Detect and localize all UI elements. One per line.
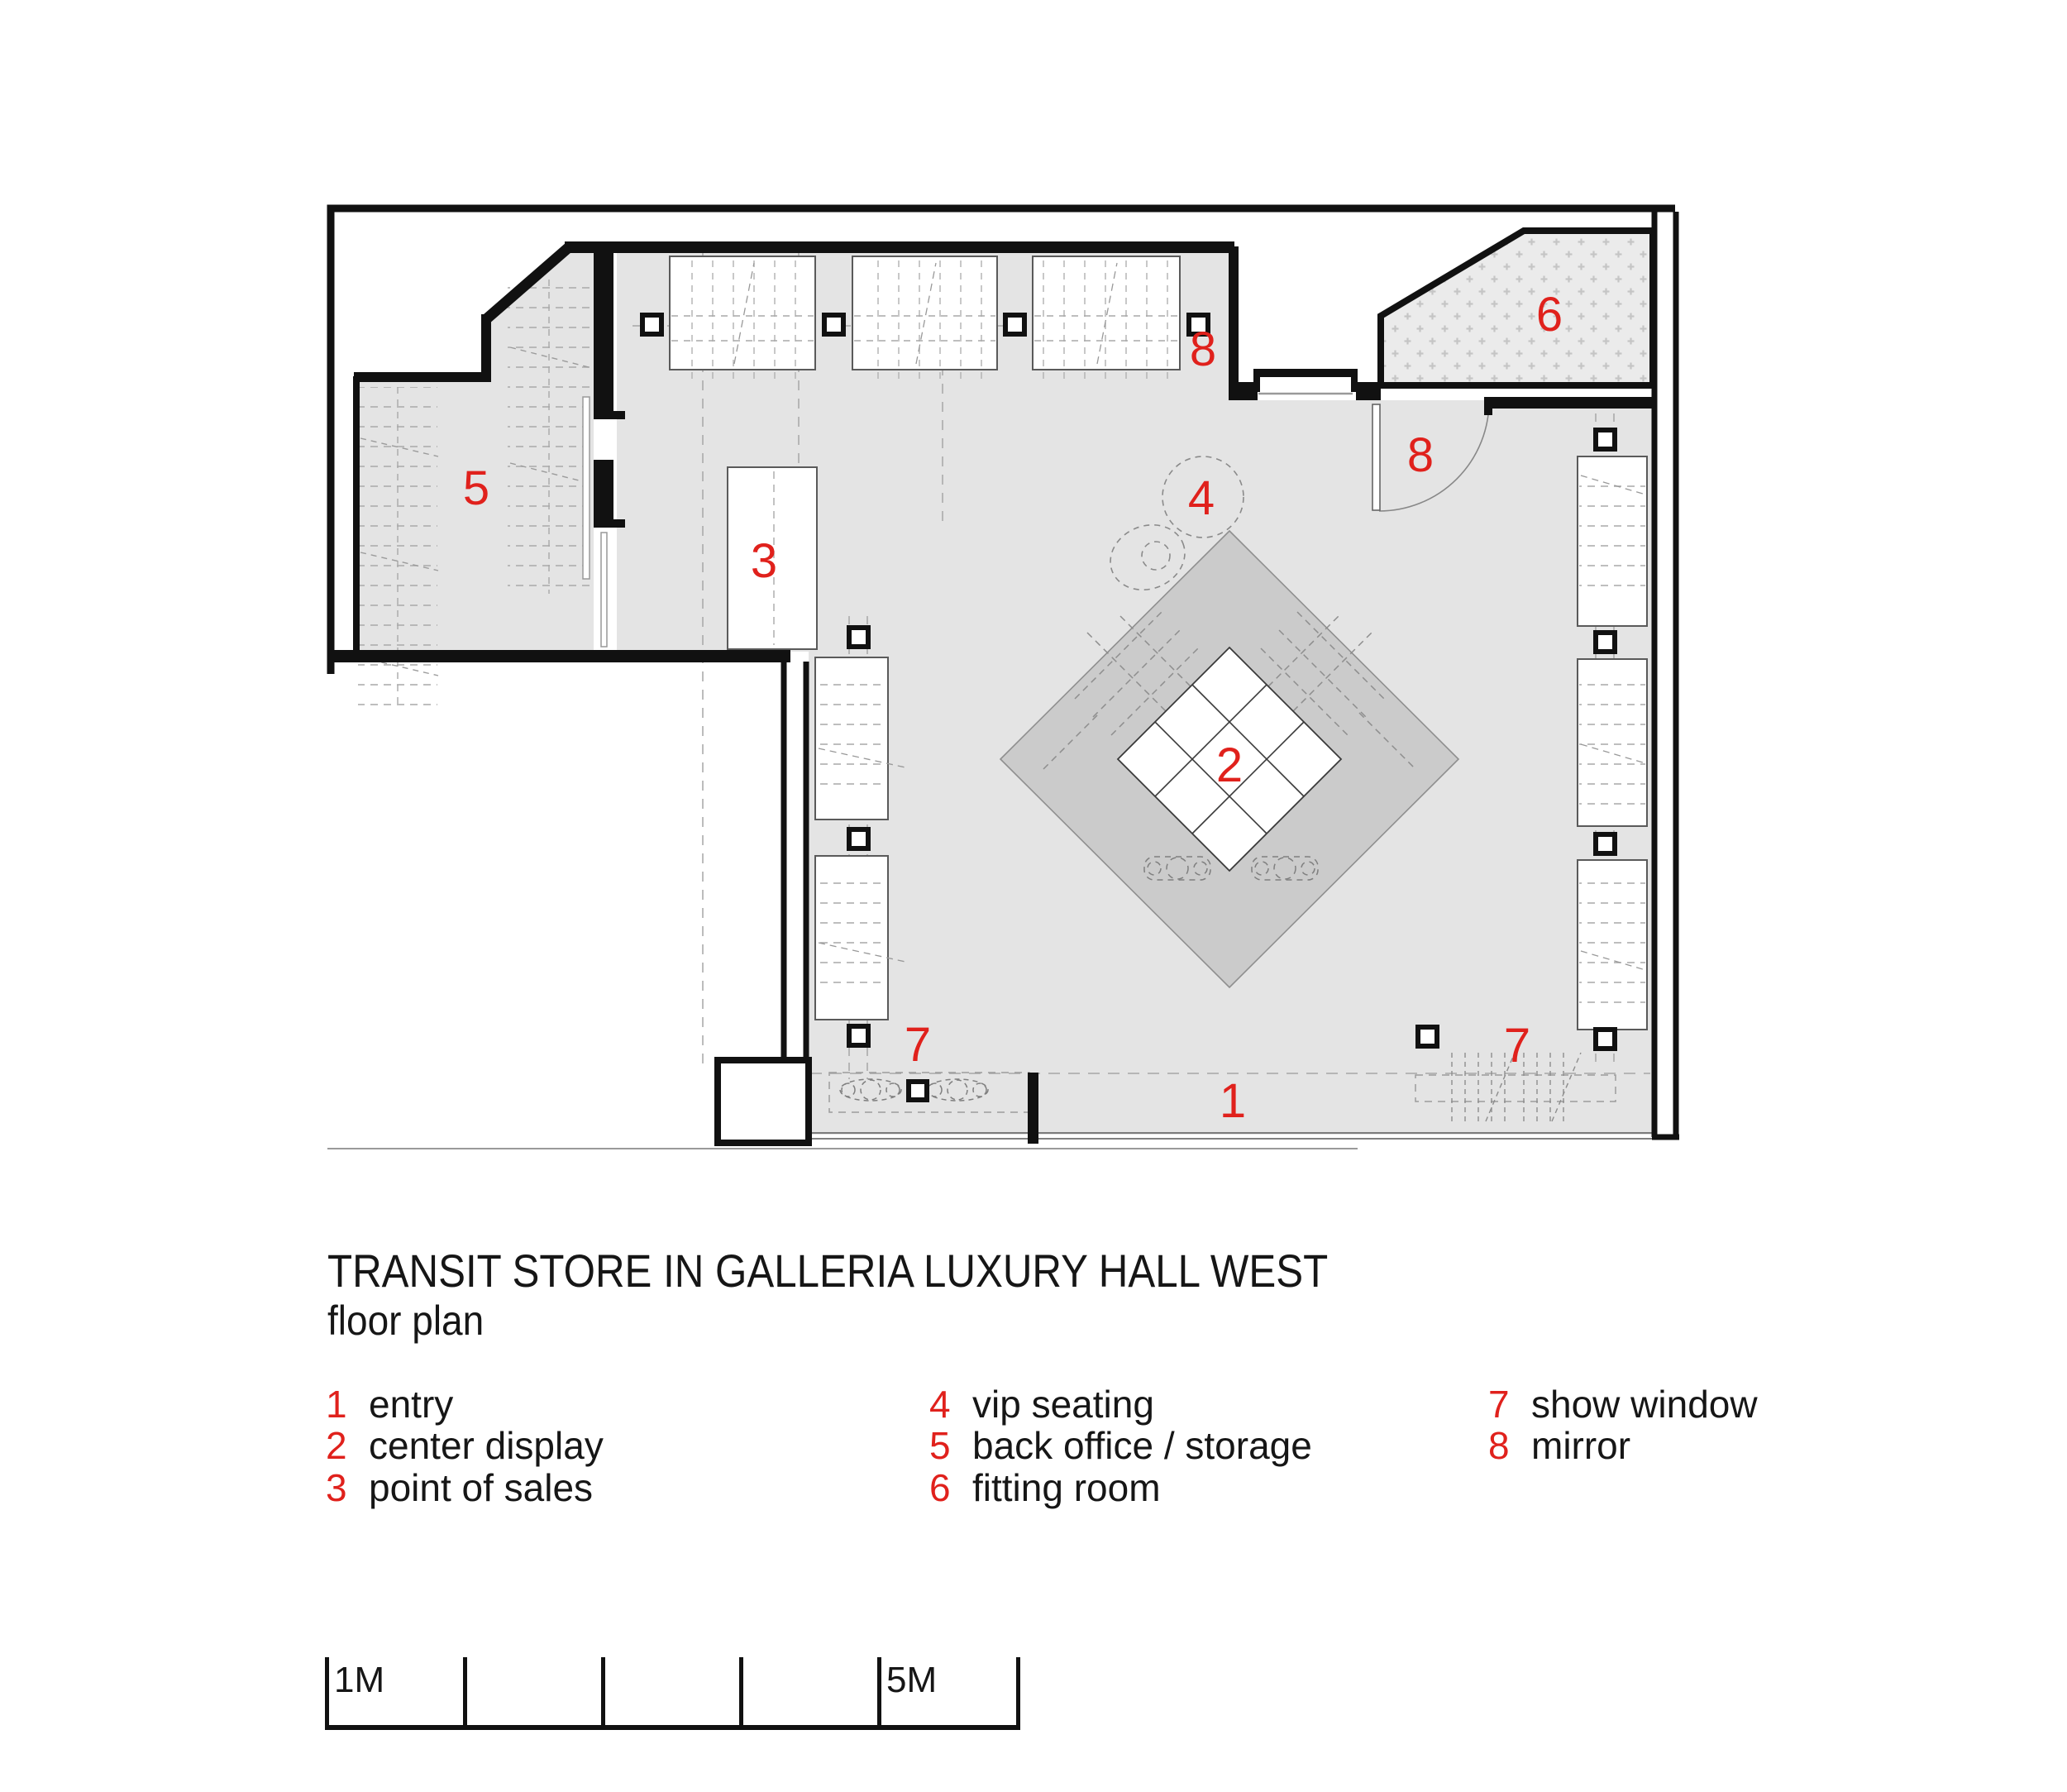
svg-text:2: 2: [326, 1424, 347, 1467]
entry-side-pier: [714, 1057, 812, 1146]
fitting-room-pattern: [1381, 231, 1653, 385]
legend: 1 entry 2 center display 3 point of sale…: [326, 1383, 1758, 1509]
right-fixtures: [1577, 456, 1648, 1030]
wall-fixture: [814, 855, 906, 1020]
legend-item-entry: 1 entry: [326, 1383, 453, 1426]
fitting-room-wall: [1377, 227, 1656, 389]
outer-wall: [327, 204, 1675, 674]
pos-counter: [727, 466, 818, 650]
door-leaf: [1372, 404, 1381, 511]
svg-text:back office / storage: back office / storage: [972, 1424, 1312, 1467]
display-cabinet: [852, 256, 998, 384]
scale-bar: 1M 5M: [325, 1657, 1020, 1730]
storefront: [327, 1073, 1653, 1149]
svg-text:fitting room: fitting room: [972, 1466, 1161, 1509]
legend-item-point-of-sales: 3 point of sales: [326, 1466, 593, 1509]
entry-pier: [1028, 1073, 1038, 1144]
area-marks: 1 2 3 4 5 6 7 7 8 8: [463, 288, 1563, 1128]
wall-fixture: [1577, 456, 1648, 627]
legend-item-fitting-room: 6 fitting room: [929, 1466, 1161, 1509]
svg-text:5: 5: [929, 1424, 951, 1467]
sheet-title: TRANSIT STORE IN GALLERIA LUXURY HALL WE…: [327, 1245, 1328, 1297]
title-block: TRANSIT STORE IN GALLERIA LUXURY HALL WE…: [327, 1245, 1328, 1344]
mark-back-office: 5: [463, 461, 489, 515]
legend-item-mirror: 8 mirror: [1488, 1424, 1630, 1467]
sliding-panel: [582, 396, 590, 580]
svg-text:point of sales: point of sales: [369, 1466, 593, 1509]
vip-seating: [1110, 456, 1244, 591]
mark-point-of-sales: 3: [751, 534, 777, 588]
wall-fixture: [814, 657, 906, 820]
display-cabinet: [669, 256, 816, 384]
svg-text:6: 6: [929, 1466, 951, 1509]
show-window-right: [1415, 1052, 1616, 1122]
sheet-subtitle: floor plan: [327, 1298, 484, 1344]
doors: [582, 392, 1490, 648]
tile-grid: [1154, 684, 1305, 834]
svg-text:show window: show window: [1531, 1383, 1758, 1426]
scale-label-1m: 1M: [334, 1660, 384, 1700]
legend-item-center-display: 2 center display: [326, 1424, 604, 1467]
door-swing-arc: [1378, 400, 1490, 512]
mark-fitting-room: 6: [1536, 288, 1563, 342]
svg-text:8: 8: [1488, 1424, 1510, 1467]
mark-center-display: 2: [1216, 738, 1243, 792]
svg-text:4: 4: [929, 1383, 951, 1426]
legend-item-vip-seating: 4 vip seating: [929, 1383, 1154, 1426]
display-cabinet: [1032, 256, 1181, 384]
svg-text:center display: center display: [369, 1424, 604, 1467]
svg-text:mirror: mirror: [1531, 1424, 1630, 1467]
center-display: [999, 529, 1460, 989]
wall-fixture: [1577, 658, 1648, 827]
legend-item-show-window: 7 show window: [1488, 1383, 1758, 1426]
mark-show-window-right: 7: [1504, 1019, 1530, 1073]
scale-label-5m: 5M: [886, 1660, 937, 1700]
legend-item-back-office: 5 back office / storage: [929, 1424, 1312, 1467]
svg-text:entry: entry: [369, 1383, 453, 1426]
svg-text:vip seating: vip seating: [972, 1383, 1154, 1426]
svg-text:7: 7: [1488, 1383, 1510, 1426]
svg-text:3: 3: [326, 1466, 347, 1509]
wall-fixture: [1577, 859, 1648, 1030]
mark-mirror-top: 8: [1190, 323, 1216, 376]
mark-entry: 1: [1220, 1074, 1246, 1128]
top-displays: [669, 256, 1181, 384]
mark-mirror-door: 8: [1407, 428, 1434, 482]
columns: [640, 313, 1617, 1102]
mark-show-window-left: 7: [905, 1018, 931, 1072]
mark-vip-seating: 4: [1188, 471, 1215, 525]
partition-door-leaf: [600, 532, 608, 648]
svg-text:1: 1: [326, 1383, 347, 1426]
rack-symbols: [1043, 611, 1416, 770]
left-fixtures: [814, 657, 906, 1020]
bench-symbols: [1143, 856, 1319, 881]
walls: [327, 204, 1679, 1146]
